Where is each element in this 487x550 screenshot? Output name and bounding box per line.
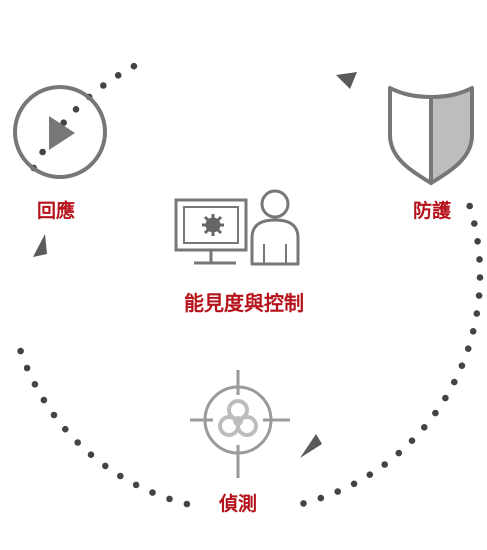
visibility-control-label: 能見度與控制 xyxy=(184,291,304,315)
play-circle-icon xyxy=(13,85,107,179)
respond-label: 回應 xyxy=(36,200,76,222)
cycle-dot xyxy=(464,345,472,353)
cycle-dot xyxy=(50,411,58,419)
cycle-dot xyxy=(31,381,39,388)
protect-label: 防護 xyxy=(412,200,452,222)
cycle-dot xyxy=(166,495,173,503)
cycle-dot xyxy=(100,82,107,89)
arrow-to-respond-icon xyxy=(33,234,47,257)
cycle-dot xyxy=(366,471,374,479)
cycle-dot xyxy=(40,396,48,404)
cycle-dot xyxy=(60,119,67,126)
cycle-dot xyxy=(381,461,389,468)
cycle-dot xyxy=(114,72,122,79)
cycle-dot xyxy=(476,256,483,263)
cycle-dot xyxy=(183,500,191,508)
cycle-dot xyxy=(117,472,124,480)
cycle-dot xyxy=(408,437,416,445)
cycle-dot xyxy=(466,202,474,210)
cycle-dot xyxy=(476,274,484,281)
cycle-dot xyxy=(62,425,69,433)
cycle-dot xyxy=(149,489,156,496)
cycle-dot xyxy=(458,362,466,370)
cycle-dot xyxy=(132,481,140,489)
arrow-to-protect-icon xyxy=(336,72,357,89)
cycle-dot xyxy=(74,439,81,446)
monitor-user-icon xyxy=(174,189,300,266)
cycle-dot xyxy=(102,462,109,470)
cycle-dot xyxy=(39,148,46,156)
cycle-dot xyxy=(442,394,449,402)
cycle-dot xyxy=(130,62,138,70)
cycle-dot xyxy=(350,480,358,488)
cycle-dot xyxy=(451,378,458,386)
cycle-dot xyxy=(17,347,24,355)
dotted-cycle-path xyxy=(17,62,484,508)
cycle-dot xyxy=(432,409,439,417)
cycle-dot xyxy=(23,364,31,372)
cycle-dot xyxy=(317,494,325,502)
arrow-to-detect-icon xyxy=(300,434,322,458)
cycle-dot xyxy=(421,424,428,431)
cycle-dot xyxy=(471,220,478,227)
cycle-dot xyxy=(300,500,307,507)
cycle-dot xyxy=(473,310,481,317)
shield-icon xyxy=(388,86,474,185)
cycle-arrows xyxy=(33,72,357,458)
detect-label: 偵測 xyxy=(218,493,258,515)
cycle-dot xyxy=(87,451,95,459)
biohazard-crosshair-icon xyxy=(190,370,290,478)
cycle-dot xyxy=(474,238,481,245)
gear-icon xyxy=(202,214,224,236)
cycle-dot xyxy=(475,292,483,299)
cycle-dot xyxy=(72,106,80,113)
cycle-dot xyxy=(469,328,477,335)
cycle-dot xyxy=(334,488,342,495)
biohazard-icon xyxy=(218,399,258,437)
cycle-dot xyxy=(395,449,403,457)
